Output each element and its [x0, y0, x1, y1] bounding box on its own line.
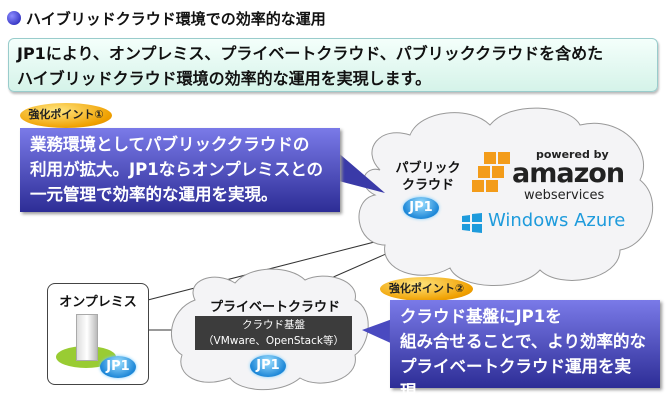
onpremise-label: オンプレミス	[59, 295, 137, 310]
jp1-badge-onpremise: JP1	[100, 356, 136, 378]
platform-line: クラウド基盤	[242, 319, 305, 331]
callout-line: 組み合せることで、より効率的な	[400, 332, 647, 351]
point1-badge: 強化ポイント①	[20, 103, 112, 128]
callout-line: 一元管理で効率的な運用を実現。	[30, 185, 278, 204]
aws-amazon: amazon	[512, 158, 625, 189]
label-line: クラウド	[401, 178, 454, 193]
azure-text: Windows Azure	[488, 210, 626, 231]
callout-pointer-1	[335, 150, 385, 193]
public-cloud-shape	[358, 107, 654, 286]
summary-line: ハイブリッドクラウド環境の効率的な運用を実現します。	[17, 69, 432, 88]
jp1-badge-private: JP1	[250, 355, 286, 377]
windows-icon	[462, 213, 482, 233]
jp1-badge-public: JP1	[403, 197, 439, 219]
bullet-icon	[7, 11, 21, 25]
point2-badge: 強化ポイント②	[380, 277, 473, 301]
platform-line: （VMware、OpenStack等）	[203, 335, 344, 347]
public-cloud-label: パブリック クラウド	[388, 160, 468, 194]
private-cloud-label: プライベートクラウド	[209, 300, 340, 315]
summary-line: JP1により、オンプレミス、プライベートクラウド、パブリッククラウドを含めた	[17, 44, 604, 63]
aws-cubes-icon	[472, 152, 510, 192]
cloud-platform-box: クラウド基盤 （VMware、OpenStack等）	[195, 316, 352, 350]
callout-pointer-2	[362, 318, 395, 345]
point2-callout: クラウド基盤にJP1を 組み合せることで、より効率的な プライベートクラウド運用…	[390, 300, 660, 401]
onpremise-box: オンプレミス JP1	[47, 283, 149, 385]
callout-line: 業務環境としてパブリッククラウドの	[30, 135, 310, 154]
server-icon	[76, 314, 98, 361]
aws-webservices: webservices	[524, 188, 605, 203]
callout-line: 利用が拡大。JP1ならオンプレミスとの	[30, 160, 324, 179]
aws-powered-by: powered by	[536, 148, 609, 161]
callout-line: プライベートクラウド運用を実現。	[400, 357, 631, 401]
point1-callout: 業務環境としてパブリッククラウドの 利用が拡大。JP1ならオンプレミスとの 一元…	[20, 128, 340, 212]
label-line: パブリック	[395, 161, 461, 176]
aws-logo: powered by amazon webservices	[468, 148, 628, 203]
azure-logo: Windows Azure	[462, 210, 637, 236]
summary-box: JP1により、オンプレミス、プライベートクラウド、パブリッククラウドを含めた ハ…	[8, 38, 658, 92]
page-title: ハイブリッドクラウド環境での効率的な運用	[26, 10, 326, 28]
callout-line: クラウド基盤にJP1を	[400, 307, 562, 326]
